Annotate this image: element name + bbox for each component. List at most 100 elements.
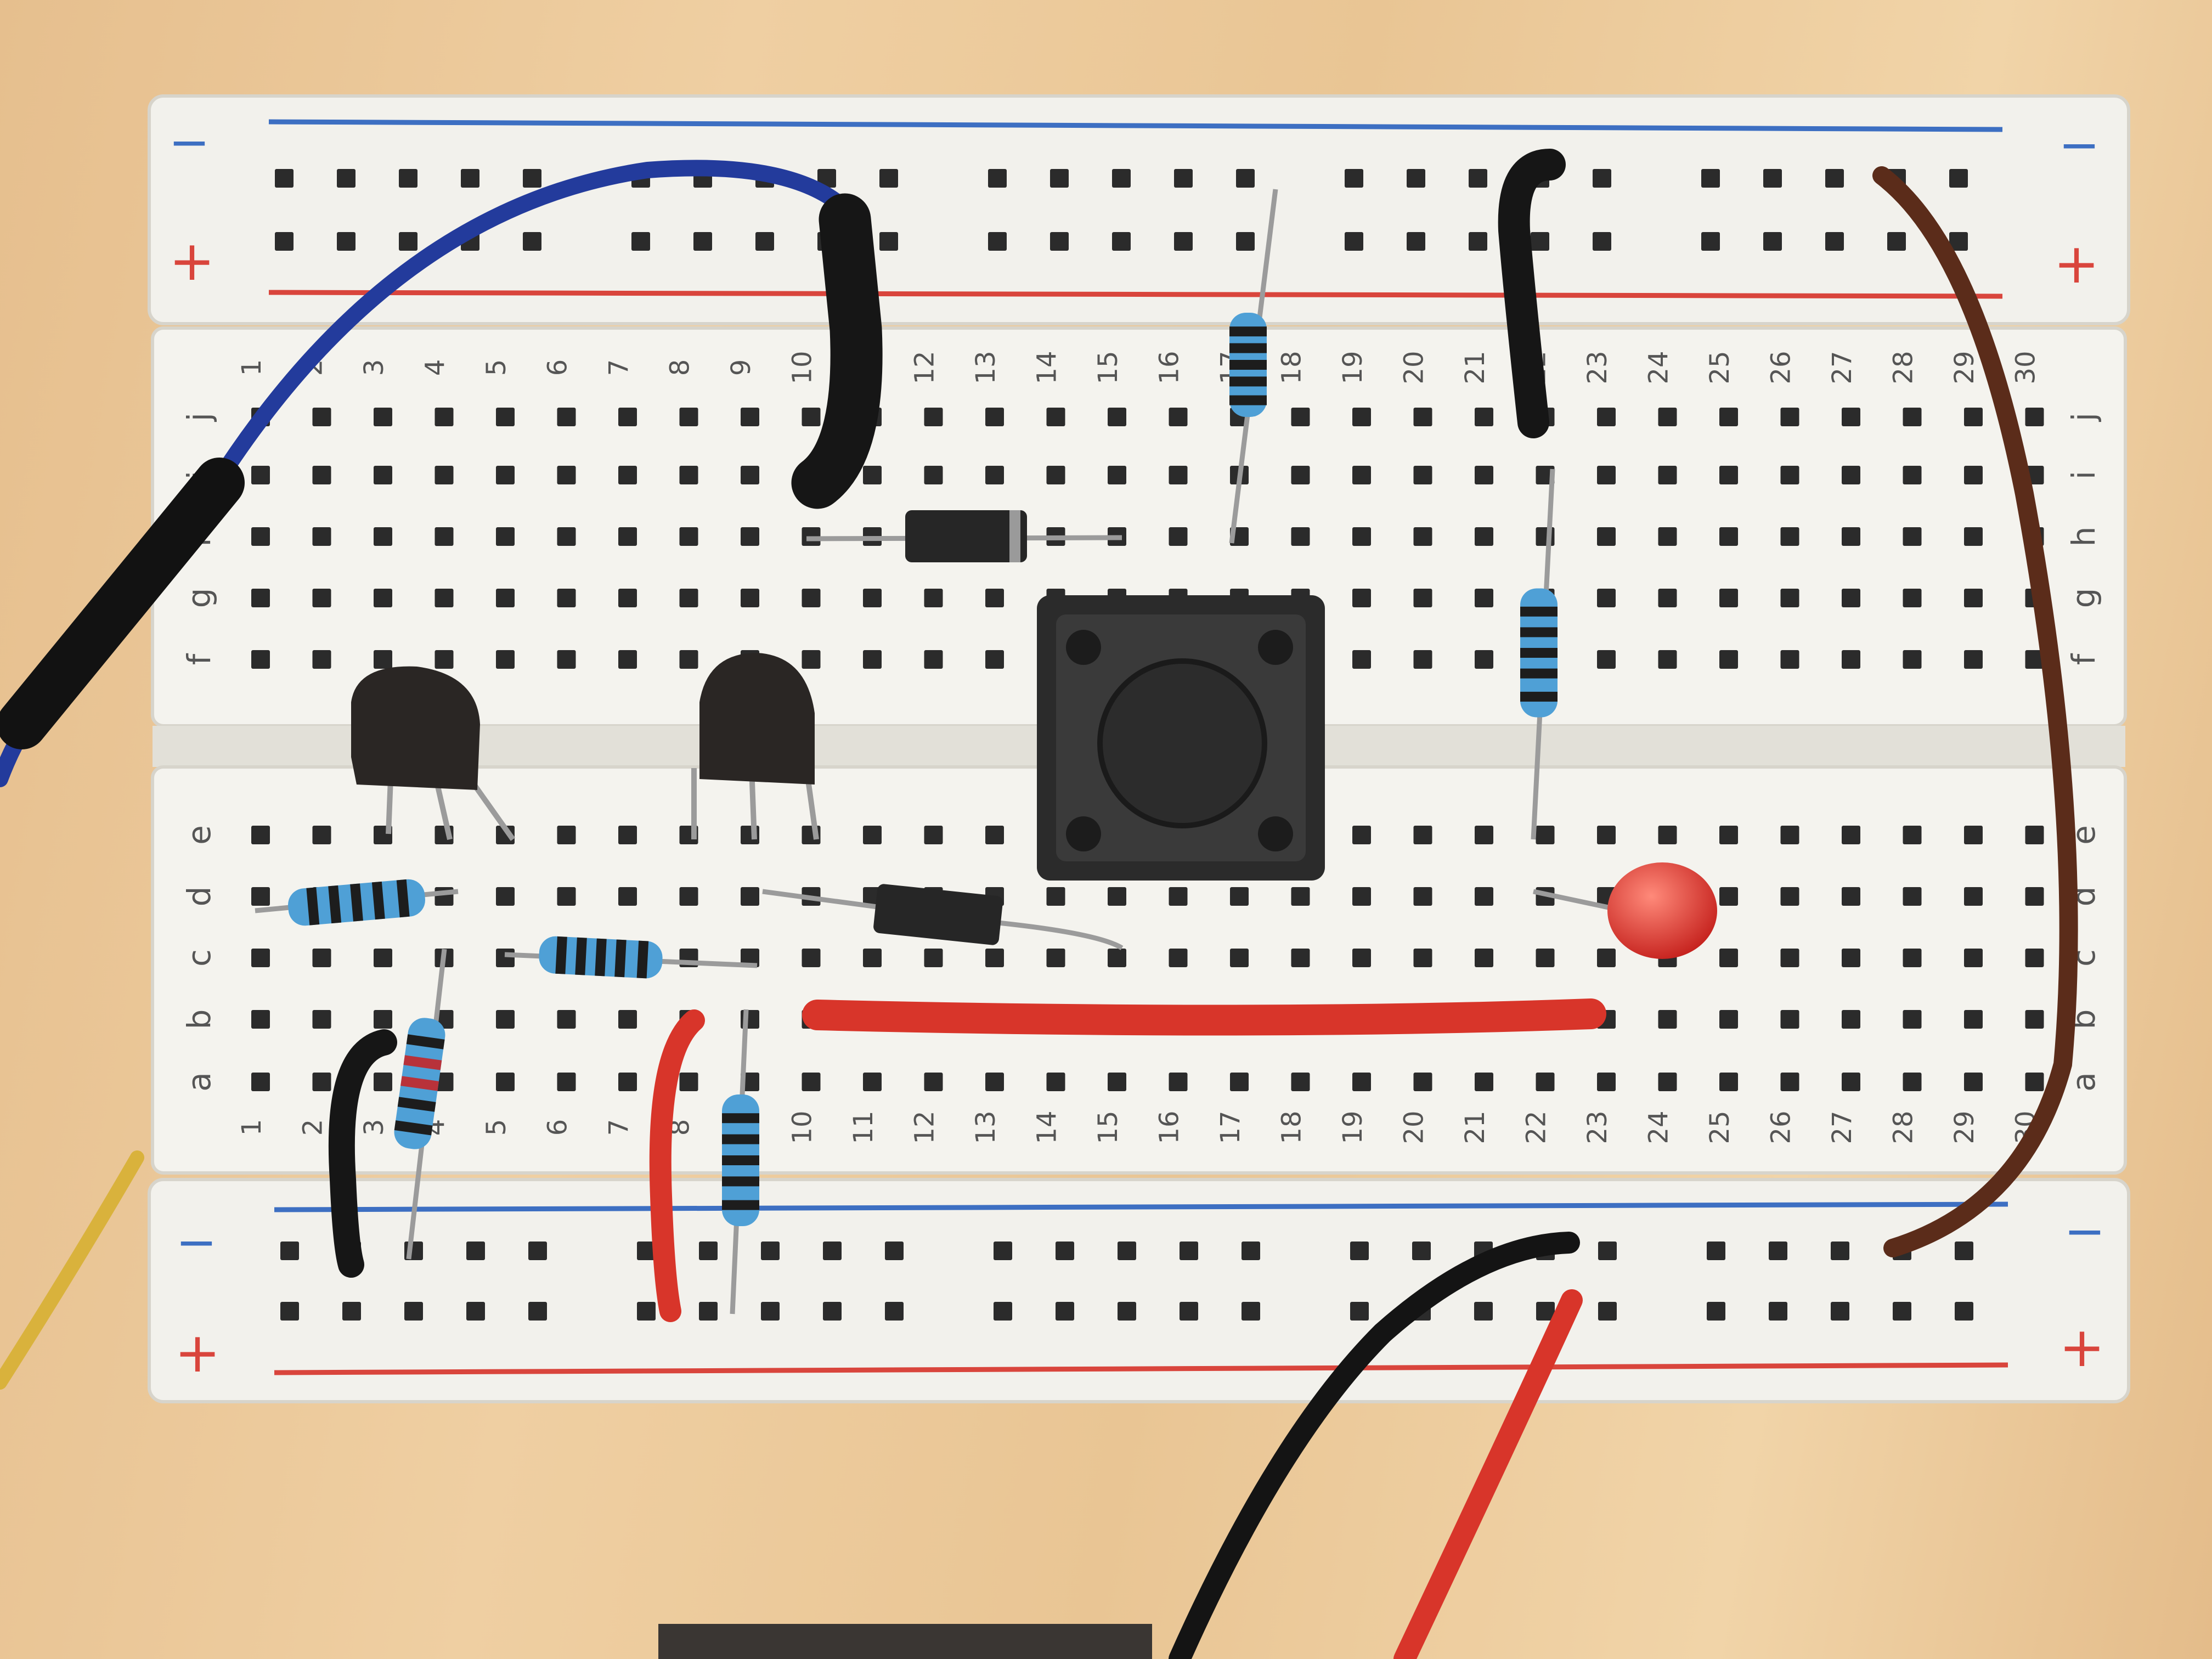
- hole: [1964, 527, 1983, 546]
- hole: [1658, 466, 1677, 484]
- hole: [1413, 1073, 1432, 1091]
- hole: [1180, 1242, 1198, 1260]
- hole: [1345, 232, 1363, 251]
- column-number: 18: [1277, 1110, 1307, 1144]
- row-letter: d: [180, 887, 218, 907]
- column-number: 22: [1521, 1110, 1552, 1144]
- hole: [312, 1073, 331, 1091]
- hole: [557, 527, 576, 546]
- hole: [1964, 949, 1983, 967]
- hole: [985, 1073, 1004, 1091]
- resistor-horizontal-row-c: [504, 936, 758, 979]
- red-power-lead: [1393, 1289, 1583, 1659]
- hole: [863, 949, 882, 967]
- hole: [1050, 232, 1069, 251]
- hole: [1597, 1073, 1616, 1091]
- hole: [1763, 232, 1782, 251]
- hole: [1597, 527, 1616, 546]
- hole: [985, 650, 1004, 669]
- hole: [1719, 589, 1738, 607]
- hole: [251, 650, 270, 669]
- hole: [557, 1073, 576, 1091]
- hole: [1108, 949, 1126, 967]
- column-number: 3: [359, 359, 390, 376]
- hole: [1536, 826, 1555, 844]
- hole: [1780, 826, 1799, 844]
- hole: [1903, 408, 1922, 426]
- hole: [1242, 1302, 1260, 1321]
- hole: [374, 466, 392, 484]
- hole: [399, 232, 417, 251]
- hole: [1658, 650, 1677, 669]
- hole: [863, 826, 882, 844]
- hole: [618, 1073, 637, 1091]
- hole: [1719, 1010, 1738, 1029]
- hole: [251, 887, 270, 906]
- hole: [1236, 169, 1255, 188]
- hole: [924, 408, 943, 426]
- hole: [1108, 1073, 1126, 1091]
- hole: [312, 826, 331, 844]
- hole: [679, 650, 698, 669]
- column-number: 11: [848, 1110, 879, 1144]
- hole: [1413, 826, 1432, 844]
- hole: [1050, 169, 1069, 188]
- hole: [2025, 1010, 2044, 1029]
- hole: [1230, 949, 1249, 967]
- column-number: 4: [420, 359, 451, 376]
- hole: [1474, 1302, 1493, 1321]
- hole: [823, 1302, 842, 1321]
- column-number: 29: [1949, 351, 1980, 384]
- hole: [1291, 1073, 1310, 1091]
- hole: [885, 1302, 904, 1321]
- hole: [1658, 1073, 1677, 1091]
- hole: [1413, 650, 1432, 669]
- hole: [280, 1302, 299, 1321]
- hole: [1597, 408, 1616, 426]
- hole: [312, 466, 331, 484]
- hole: [741, 949, 759, 967]
- hole: [1842, 949, 1860, 967]
- resistor-vertical-23: [1520, 469, 1558, 840]
- hole: [741, 589, 759, 607]
- hole: [1903, 650, 1922, 669]
- hole: [1949, 169, 1968, 188]
- hole: [618, 408, 637, 426]
- blue-jumper-wire: [0, 160, 883, 787]
- black-power-lead: [1169, 1232, 1580, 1659]
- hole: [399, 169, 417, 188]
- hole: [1413, 527, 1432, 546]
- hole: [435, 1073, 454, 1091]
- hole: [1469, 232, 1487, 251]
- button-cap: [1097, 658, 1267, 828]
- hole: [1658, 589, 1677, 607]
- column-number: 27: [1827, 1110, 1858, 1144]
- column-number: 10: [787, 1110, 818, 1144]
- column-number: 12: [910, 351, 940, 384]
- hole: [1658, 826, 1677, 844]
- hole: [435, 650, 454, 669]
- bottom-rail-blue-stripe: [274, 1201, 2008, 1212]
- column-number: 15: [1093, 351, 1124, 384]
- row-letter: g: [180, 588, 218, 608]
- column-number: 3: [359, 1119, 390, 1136]
- column-number: 26: [1766, 351, 1797, 384]
- hole: [496, 466, 515, 484]
- hole: [1407, 169, 1425, 188]
- column-number: 19: [1338, 1110, 1368, 1144]
- row-letter: f: [2065, 653, 2102, 665]
- hole: [741, 466, 759, 484]
- hole: [1769, 1242, 1787, 1260]
- hole: [374, 408, 392, 426]
- hole: [1780, 650, 1799, 669]
- hole: [1046, 408, 1065, 426]
- top-rail-blue-stripe: [268, 119, 2003, 132]
- hole: [251, 466, 270, 484]
- hole: [374, 527, 392, 546]
- hole: [1046, 466, 1065, 484]
- hole: [924, 466, 943, 484]
- hole: [1174, 232, 1193, 251]
- hole: [1887, 232, 1906, 251]
- hole: [741, 408, 759, 426]
